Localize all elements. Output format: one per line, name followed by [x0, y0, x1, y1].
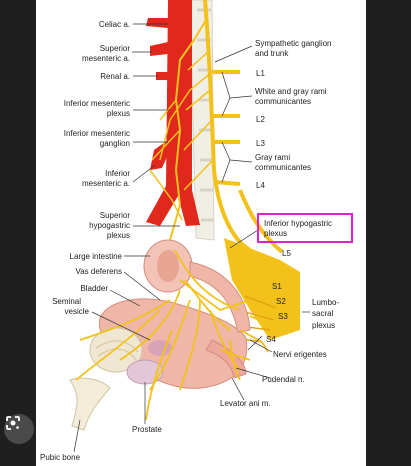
label-superior-hypogastric-plexus-3: plexus — [107, 231, 130, 240]
label-gray-rami-2: communicantes — [255, 163, 311, 172]
label-vas-deferens: Vas deferens — [75, 267, 122, 276]
renal-artery — [156, 72, 168, 80]
right-labels: Sympathetic ganglion and trunk L1 White … — [220, 39, 339, 408]
label-seminal-vesicle-2: vesicle — [65, 307, 90, 316]
label-renal-artery: Renal a. — [100, 72, 130, 81]
label-superior-mesenteric-artery-1: Superior — [100, 44, 131, 53]
label-lumbosacral-plexus-1: Lumbo- — [312, 298, 339, 307]
label-pudendal-nerve: Pudendal n. — [262, 375, 305, 384]
label-inferior-mesenteric-artery-2: mesenteric a. — [82, 179, 130, 188]
label-S2: S2 — [276, 297, 286, 306]
highlight-box — [257, 213, 353, 243]
label-L3: L3 — [256, 139, 265, 148]
inferior-mesenteric-artery — [150, 140, 170, 170]
label-levator-ani: Levator ani m. — [220, 399, 271, 408]
label-superior-hypogastric-plexus-1: Superior — [100, 211, 131, 220]
label-large-intestine: Large intestine — [70, 252, 123, 261]
label-lumbosacral-plexus-3: plexus — [312, 321, 335, 330]
label-superior-hypogastric-plexus-2: hypogastric — [89, 221, 130, 230]
label-inferior-hypogastric-plexus-1: Inferior hypogastric — [264, 219, 332, 228]
label-S1: S1 — [272, 282, 282, 291]
inferior-hypogastric-plexus — [75, 249, 273, 421]
superior-mesenteric-artery — [150, 42, 168, 56]
label-inferior-hypogastric-plexus-2: plexus — [264, 229, 287, 238]
label-white-gray-rami-2: communicantes — [255, 97, 311, 106]
sympathetic-trunk — [149, 0, 252, 281]
label-prostate: Prostate — [132, 425, 162, 434]
label-white-gray-rami-1: White and gray rami — [255, 87, 327, 96]
google-lens-icon[interactable] — [4, 414, 34, 444]
label-bladder: Bladder — [80, 284, 108, 293]
left-labels: Celiac a. Superior mesenteric a. Renal a… — [40, 20, 162, 462]
label-lumbosacral-plexus-2: sacral — [312, 309, 334, 318]
label-inferior-mesenteric-plexus-2: plexus — [107, 109, 130, 118]
lens-glyph-icon — [6, 416, 20, 430]
label-nervi-erigentes: Nervi erigentes — [273, 350, 327, 359]
label-L5: L5 — [282, 249, 291, 258]
celiac-artery — [146, 18, 168, 28]
label-sympathetic-ganglion-1: Sympathetic ganglion — [255, 39, 332, 48]
label-gray-rami-1: Gray rami — [255, 153, 290, 162]
label-inferior-mesenteric-plexus-1: Inferior mesenteric — [64, 99, 130, 108]
vas-deferens-ampulla — [148, 340, 172, 356]
label-sympathetic-ganglion-2: and trunk — [255, 49, 289, 58]
label-S4: S4 — [266, 335, 276, 344]
label-inferior-mesenteric-ganglion-1: Inferior mesenteric — [64, 129, 130, 138]
label-S3: S3 — [278, 312, 288, 321]
label-seminal-vesicle-1: Seminal — [52, 297, 81, 306]
pubic-bone — [69, 377, 111, 431]
label-inferior-mesenteric-ganglion-2: ganglion — [100, 139, 130, 148]
label-L4: L4 — [256, 181, 265, 190]
leader-lines — [73, 23, 310, 453]
label-inferior-mesenteric-artery-1: Inferior — [105, 169, 130, 178]
label-pubic-bone: Pubic bone — [40, 453, 81, 462]
label-superior-mesenteric-artery-2: mesenteric a. — [82, 54, 130, 63]
aorta-and-branches — [146, 0, 200, 226]
label-celiac-artery: Celiac a. — [99, 20, 130, 29]
label-L2: L2 — [256, 115, 265, 124]
label-L1: L1 — [256, 69, 265, 78]
rectum — [189, 261, 251, 333]
